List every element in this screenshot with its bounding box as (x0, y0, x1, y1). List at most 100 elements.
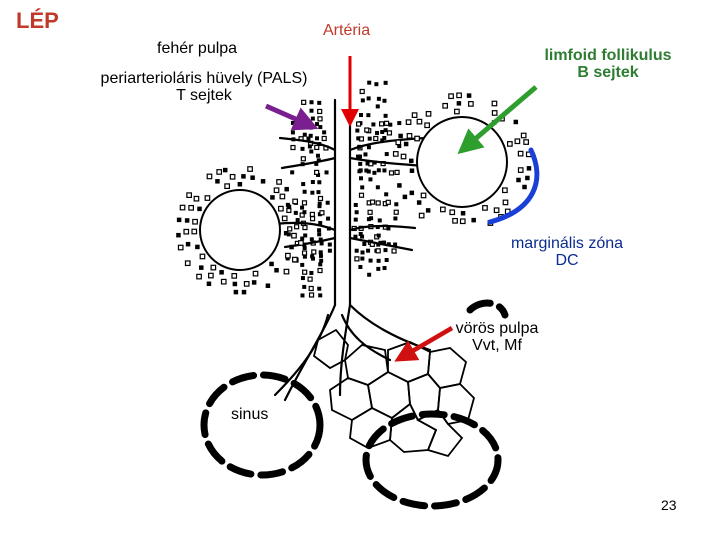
cell-dot (377, 218, 382, 223)
cell-dot (353, 217, 358, 222)
cell-dot (327, 242, 332, 247)
cell-dot (442, 102, 449, 109)
cell-dot (300, 276, 305, 281)
cell-dot (324, 170, 329, 175)
cell-dot (317, 204, 322, 209)
cell-dot (309, 237, 314, 242)
cell-dot (322, 130, 327, 135)
cell-dot (392, 151, 399, 157)
cell-dot (383, 120, 390, 126)
cell-dot (354, 248, 359, 253)
cell-dot (311, 256, 316, 261)
cell-dot (302, 189, 307, 194)
cell-dot (290, 120, 295, 125)
cell-dot (356, 136, 361, 141)
cell-dot (184, 218, 190, 223)
cell-dot (449, 209, 456, 216)
cell-dot (300, 236, 305, 241)
cell-dot (525, 175, 530, 181)
cell-dot (241, 174, 246, 179)
cell-dot (353, 202, 358, 207)
cell-dot (358, 232, 363, 237)
cell-dot (369, 216, 374, 221)
cell-dot (502, 199, 509, 206)
cell-dot (358, 192, 365, 198)
cell-dot (318, 237, 323, 242)
cell-dot (309, 216, 316, 222)
cell-dot (188, 204, 194, 211)
cell-dot (366, 113, 371, 118)
cell-dot (318, 262, 323, 267)
red-pulp-arrow (394, 326, 454, 362)
cell-dot (300, 205, 305, 210)
cell-dot (250, 175, 255, 180)
cell-dot (360, 98, 365, 103)
cell-dot (526, 166, 532, 171)
cell-dot (376, 258, 381, 263)
marginal-zone-arc (487, 147, 540, 225)
cell-dot (452, 217, 458, 224)
cell-dot (231, 273, 238, 279)
lymphoid-follicles (199, 116, 508, 271)
cell-dot (376, 96, 381, 101)
marginal-zone-label: marginális zóna DC (500, 235, 634, 269)
cell-dot (302, 269, 308, 275)
cell-dot (294, 224, 300, 230)
cell-dot (523, 139, 529, 145)
cell-dot (326, 216, 331, 221)
cell-dot (229, 173, 236, 180)
pals-t-cell-dots (285, 80, 402, 298)
cell-dot (491, 110, 498, 116)
cell-dot (375, 200, 381, 206)
cell-dot (308, 125, 313, 130)
cell-dot (283, 230, 289, 236)
cell-dot (315, 122, 320, 127)
cell-dot (289, 244, 294, 250)
cell-dot (308, 285, 314, 292)
cell-dot (302, 284, 307, 289)
cell-dot (311, 249, 317, 255)
cell-dot (293, 210, 298, 215)
cell-dot (309, 108, 314, 113)
cell-dot (506, 141, 513, 147)
pals-label: periarterioláris hüvely (PALS) T sejtek (88, 70, 320, 104)
cell-dot (471, 217, 476, 223)
cell-dot (383, 128, 388, 133)
cell-dot (358, 176, 363, 181)
cell-dot (366, 248, 371, 253)
cell-dot (382, 136, 387, 141)
cell-dot (316, 190, 321, 195)
cell-dot (383, 113, 388, 118)
cell-dot (411, 112, 418, 118)
cell-dot (364, 127, 370, 133)
cell-dot (369, 199, 376, 205)
cell-dot (302, 132, 307, 137)
cell-dot (298, 240, 304, 246)
red-pulp-label-line1: vörös pulpa (455, 320, 539, 337)
cell-dot (425, 110, 432, 117)
cell-dot (176, 232, 181, 238)
cell-dot (317, 228, 322, 233)
cell-dot (360, 185, 365, 190)
cell-dot (375, 130, 380, 135)
cell-dot (367, 209, 373, 215)
cell-dot (301, 182, 306, 187)
follicle-right (416, 116, 508, 208)
cell-dot (299, 212, 305, 218)
cell-dot (302, 224, 308, 231)
cell-dot (374, 82, 379, 87)
cell-dot (219, 270, 224, 275)
cell-dot (314, 169, 320, 175)
cell-dot (375, 248, 381, 254)
cell-dot (409, 168, 415, 173)
cell-dot (383, 80, 388, 85)
cell-dot (220, 278, 227, 285)
cell-dot (222, 167, 228, 173)
cell-dot (366, 96, 371, 101)
cell-dot (260, 179, 266, 184)
cell-dot (405, 119, 412, 126)
cell-dot (365, 161, 370, 166)
cell-dot (454, 108, 460, 115)
cell-dot (416, 200, 422, 205)
